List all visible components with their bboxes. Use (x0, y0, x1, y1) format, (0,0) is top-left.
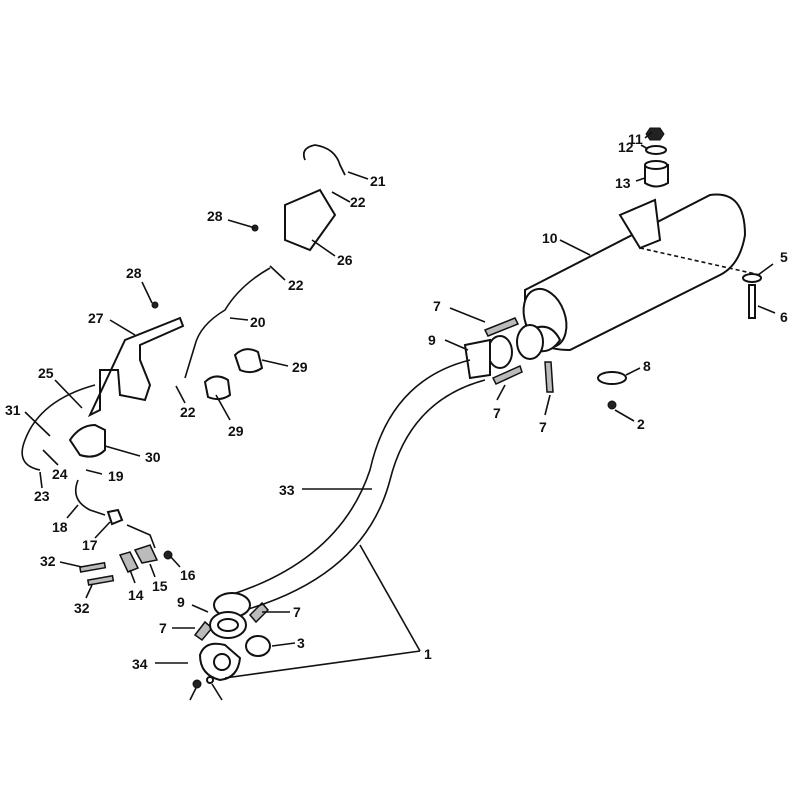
leader-lines (24, 131, 776, 701)
callout-25: 25 (38, 365, 54, 381)
callout-23: 23 (34, 488, 50, 504)
callout-20: 20 (250, 314, 266, 330)
callout-21: 21 (370, 173, 386, 189)
callout-29: 29 (292, 359, 308, 375)
callout-32: 32 (74, 600, 90, 616)
callout-22: 22 (350, 194, 366, 210)
clamp (516, 324, 544, 360)
callout-18: 18 (52, 519, 68, 535)
callout-27: 27 (88, 310, 104, 326)
callout-30: 30 (145, 449, 161, 465)
callout-13: 13 (615, 175, 631, 191)
callout-17: 17 (82, 537, 98, 553)
callout-7: 7 (539, 419, 547, 435)
callout-28: 28 (126, 265, 142, 281)
callout-6: 6 (780, 309, 788, 325)
callout-10: 10 (542, 230, 558, 246)
callout-22: 22 (288, 277, 304, 293)
callout-14: 14 (128, 587, 144, 603)
callout-5: 5 (780, 249, 788, 265)
callout-7: 7 (293, 604, 301, 620)
callout-12: 12 (618, 139, 634, 155)
gasket (487, 335, 513, 369)
callout-24: 24 (52, 466, 68, 482)
callout-2: 2 (637, 416, 645, 432)
air-injection-parts (21, 144, 346, 586)
callout-33: 33 (279, 482, 295, 498)
exhaust-pipe (229, 359, 486, 611)
callout-29: 29 (228, 423, 244, 439)
callout-11: 11 (628, 131, 643, 147)
callout-26: 26 (337, 252, 353, 268)
callout-16: 16 (180, 567, 196, 583)
callout-7: 7 (159, 620, 167, 636)
callout-7: 7 (433, 298, 441, 314)
callout-9: 9 (177, 594, 185, 610)
flange (463, 338, 491, 380)
manifold-flange (192, 592, 271, 689)
muffler (522, 193, 761, 353)
mount-hardware (597, 127, 762, 410)
callout-22: 22 (180, 404, 196, 420)
callout-28: 28 (207, 208, 223, 224)
callout-19: 19 (108, 468, 124, 484)
callout-labels: 11 12 13 10 5 6 7 9 8 2 7 7 21 22 28 26 … (5, 131, 788, 672)
callout-8: 8 (643, 358, 651, 374)
callout-7: 7 (493, 405, 501, 421)
callout-1: 1 (424, 646, 432, 662)
callout-32: 32 (40, 553, 56, 569)
callout-31: 31 (5, 402, 21, 418)
callout-9: 9 (428, 332, 436, 348)
callout-3: 3 (297, 635, 305, 651)
callout-34: 34 (132, 656, 148, 672)
callout-15: 15 (152, 578, 168, 594)
springs (193, 317, 554, 642)
